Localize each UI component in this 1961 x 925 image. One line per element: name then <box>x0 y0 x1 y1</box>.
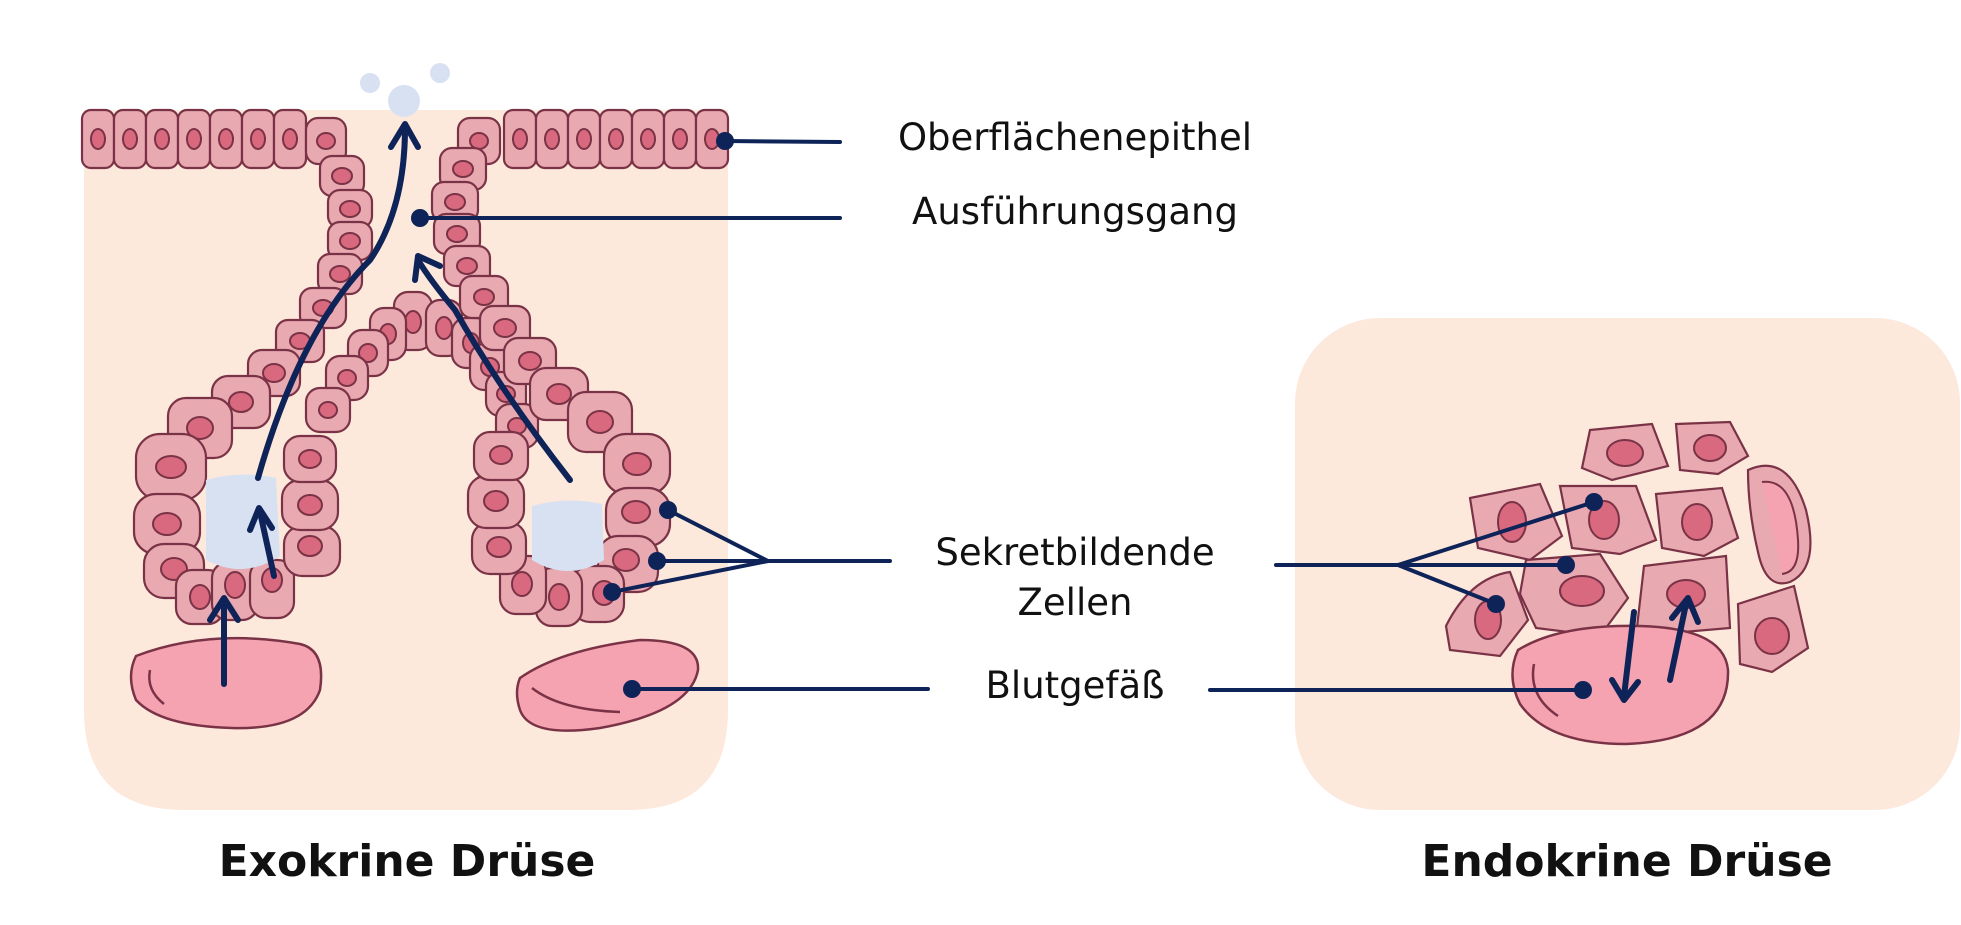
exocrine-blood-vessel-right <box>515 638 700 732</box>
title-endocrine-gland: Endokrine Drüse <box>1421 836 1832 887</box>
secretion-flow-arrows <box>207 121 573 687</box>
right-acinus <box>466 430 672 628</box>
exocrine-gland <box>80 63 730 732</box>
pointer-lines <box>411 132 1603 699</box>
secretion-droplets <box>360 63 450 117</box>
title-exocrine-gland: Exokrine Drüse <box>219 836 596 887</box>
label-secretory-cells-line2: Zellen <box>1018 581 1133 624</box>
right-acinus-lumen <box>532 500 604 571</box>
endocrine-tissue-background <box>1295 318 1960 810</box>
exocrine-tissue-background <box>84 110 728 810</box>
label-duct: Ausführungsgang <box>912 190 1238 233</box>
surface-epithelium <box>80 108 730 170</box>
left-acinus-lumen <box>206 474 280 570</box>
endocrine-gland <box>1444 420 1812 746</box>
endocrine-cell-cluster <box>1444 420 1812 674</box>
label-blood-vessel: Blutgefäß <box>986 664 1165 707</box>
hormone-exchange-arrows <box>1609 595 1701 703</box>
label-secretory-cells-line1: Sekretbildende <box>935 531 1214 574</box>
label-surface-epithelium: Oberflächenepithel <box>898 116 1252 159</box>
right-duct-wall <box>430 116 634 454</box>
endocrine-blood-vessel <box>1511 624 1730 746</box>
